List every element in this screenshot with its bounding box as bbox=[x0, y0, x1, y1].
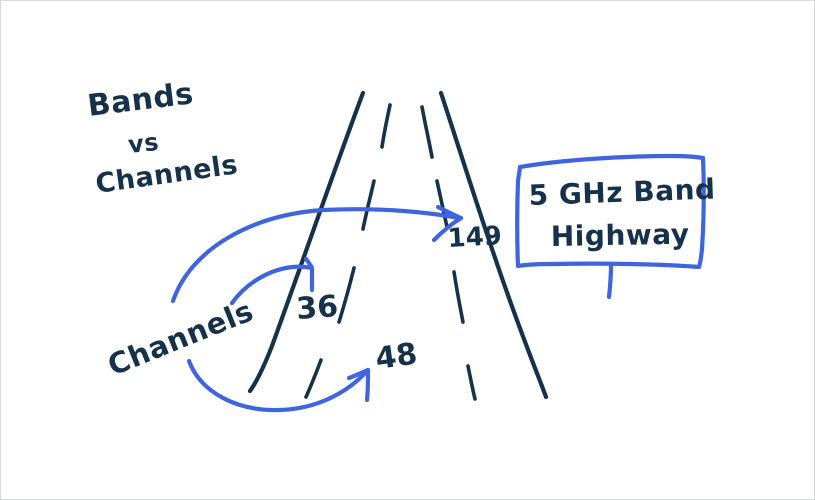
sign-text-line2: Highway bbox=[551, 218, 690, 253]
sign-top-edge bbox=[517, 153, 706, 170]
sign-post bbox=[606, 262, 614, 300]
title-line-vs: vs bbox=[127, 128, 161, 159]
sign-left-edge bbox=[515, 164, 523, 269]
arrow-to-channel-48 bbox=[186, 358, 371, 413]
lane-divider-right bbox=[420, 105, 477, 401]
road-left-edge bbox=[247, 90, 366, 394]
sign-text-line1: 5 GHz Band bbox=[528, 172, 716, 212]
highway-sign bbox=[515, 153, 706, 300]
sign-bottom-edge bbox=[515, 261, 702, 270]
road-group bbox=[247, 90, 549, 401]
sign-right-edge bbox=[696, 155, 706, 270]
title-line-bands: Bands bbox=[86, 76, 196, 124]
title-block: Bands vs Channels bbox=[86, 76, 240, 200]
lane-divider-left bbox=[304, 103, 392, 399]
arrow-to-channel-149 bbox=[170, 204, 464, 304]
title-line-channels: Channels bbox=[94, 149, 240, 200]
channel-label-149: 149 bbox=[447, 221, 503, 254]
road-right-edge bbox=[438, 90, 549, 400]
channels-source-label: Channels bbox=[103, 293, 258, 382]
channel-label-48: 48 bbox=[373, 336, 419, 376]
arrow-to-channel-36 bbox=[229, 256, 315, 306]
channel-label-36: 36 bbox=[295, 289, 339, 327]
